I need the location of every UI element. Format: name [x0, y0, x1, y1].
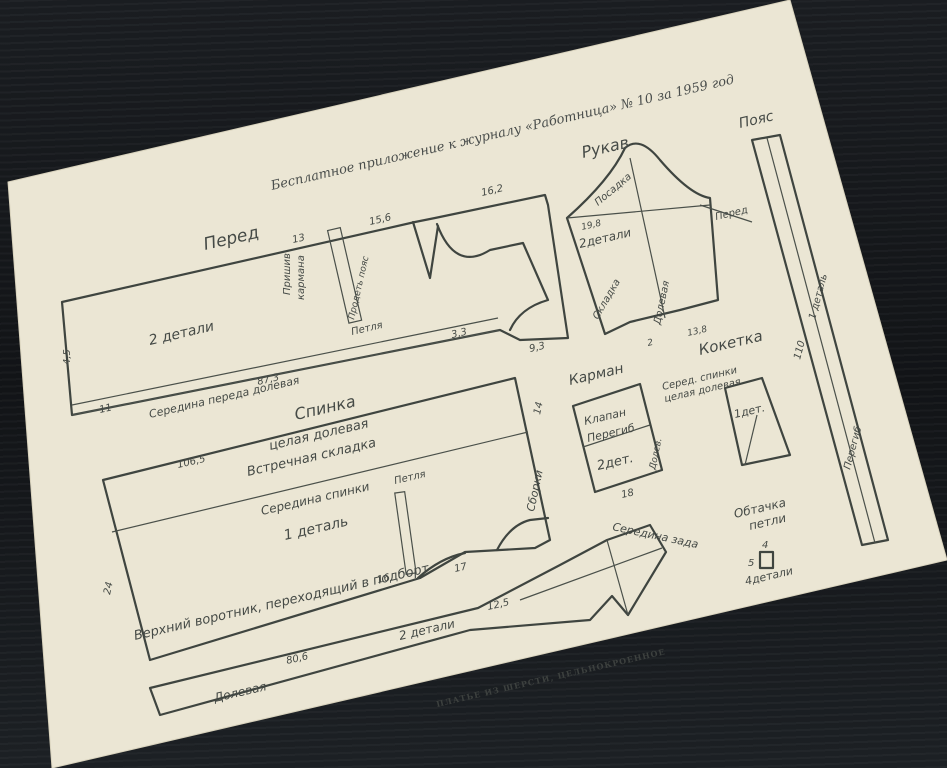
svg-text:кармана: кармана — [296, 255, 307, 300]
svg-text:16,2: 16,2 — [480, 183, 504, 199]
piece-poyas: Пояс 1 деталь Перегиб 110 — [737, 108, 890, 547]
svg-text:110: 110 — [792, 339, 808, 360]
svg-text:Пришив: Пришив — [282, 253, 293, 295]
poyas-title: Пояс — [737, 108, 775, 132]
svg-text:13,8: 13,8 — [686, 325, 708, 339]
svg-text:24: 24 — [102, 581, 115, 596]
svg-text:11: 11 — [98, 402, 113, 416]
svg-text:9,3: 9,3 — [528, 341, 546, 355]
svg-text:16: 16 — [376, 572, 391, 586]
svg-text:15,6: 15,6 — [368, 212, 392, 228]
svg-text:5: 5 — [748, 558, 754, 569]
svg-text:18: 18 — [620, 487, 635, 501]
svg-text:87,3: 87,3 — [256, 372, 280, 388]
svg-text:4: 4 — [762, 540, 768, 551]
svg-text:3,3: 3,3 — [450, 327, 468, 341]
svg-text:17: 17 — [453, 561, 468, 575]
svg-text:13: 13 — [291, 232, 306, 246]
svg-text:4,5: 4,5 — [62, 349, 73, 365]
paper — [8, 0, 947, 768]
svg-text:14: 14 — [532, 401, 545, 416]
svg-text:80,6: 80,6 — [285, 651, 309, 667]
svg-text:12,5: 12,5 — [486, 597, 510, 613]
svg-text:2: 2 — [646, 338, 654, 349]
svg-text:19,8: 19,8 — [580, 219, 602, 233]
